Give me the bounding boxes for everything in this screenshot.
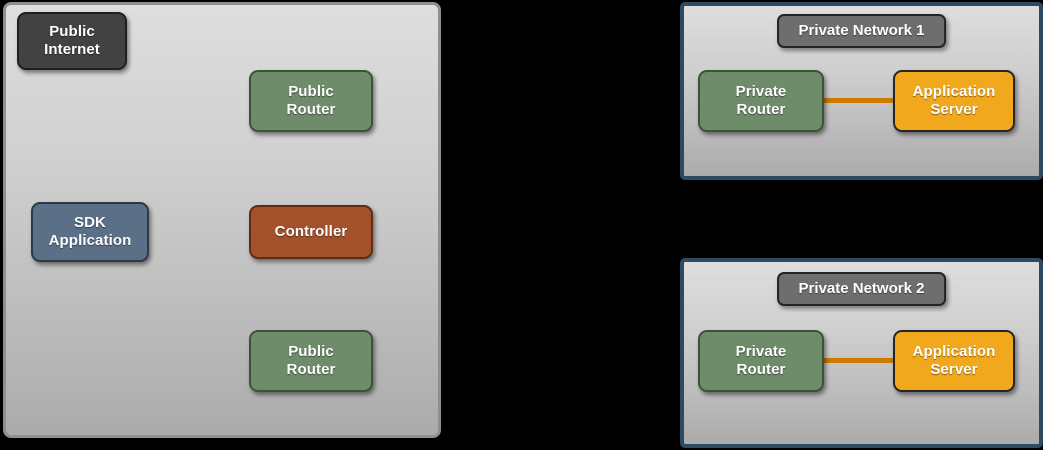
- node-public-router-top[interactable]: Public Router: [249, 70, 373, 132]
- node-public-internet[interactable]: Public Internet: [17, 12, 127, 70]
- node-private-router-2-label: Private Router: [735, 343, 787, 378]
- link-private-router-to-app-server-2: [815, 358, 905, 363]
- node-private-router-1[interactable]: Private Router: [698, 70, 824, 132]
- node-public-internet-label: Public Internet: [44, 23, 100, 58]
- node-application-server-1-label: Application Server: [912, 83, 996, 118]
- node-public-router-bottom[interactable]: Public Router: [249, 330, 373, 392]
- node-private-router-2[interactable]: Private Router: [698, 330, 824, 392]
- node-private-router-1-label: Private Router: [735, 83, 787, 118]
- node-sdk-application-label: SDK Application: [48, 214, 132, 249]
- node-public-router-top-label: Public Router: [286, 83, 336, 118]
- node-controller[interactable]: Controller: [249, 205, 373, 259]
- node-controller-label: Controller: [274, 223, 348, 241]
- node-application-server-2-label: Application Server: [912, 343, 996, 378]
- node-application-server-1[interactable]: Application Server: [893, 70, 1015, 132]
- node-application-server-2[interactable]: Application Server: [893, 330, 1015, 392]
- private-network-1-title: Private Network 1: [776, 14, 947, 48]
- private-network-2-title: Private Network 2: [776, 272, 947, 306]
- link-private-router-to-app-server-1: [815, 98, 905, 103]
- node-public-router-bottom-label: Public Router: [286, 343, 336, 378]
- node-sdk-application[interactable]: SDK Application: [31, 202, 149, 262]
